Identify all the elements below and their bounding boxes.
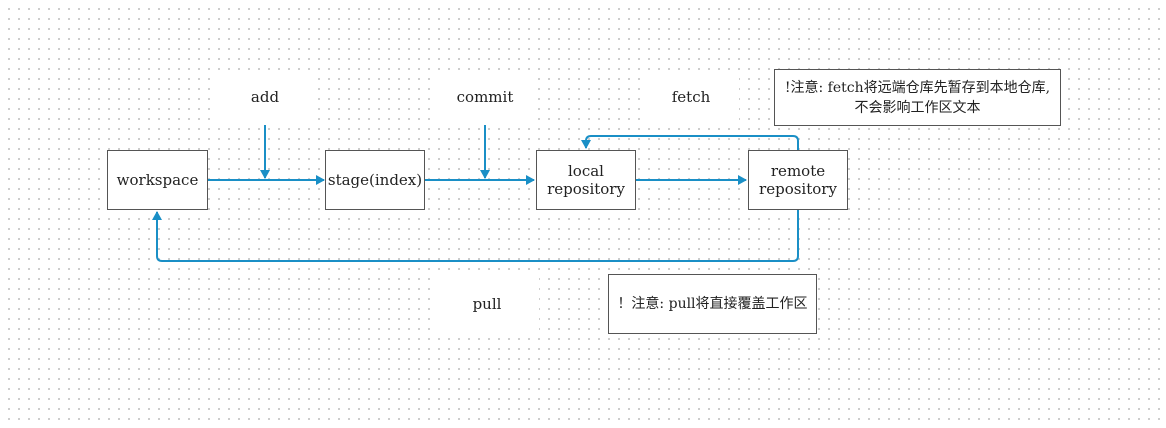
pull-edge <box>152 210 799 262</box>
fetch-label: fetch <box>643 70 739 124</box>
local-repository-node[interactable]: local repository <box>536 150 636 210</box>
workspace-node[interactable]: workspace <box>107 150 208 210</box>
pull-label: pull <box>435 276 539 332</box>
remote-repository-node[interactable]: remote repository <box>748 150 848 210</box>
fetch-edge <box>581 135 799 150</box>
add-label: add <box>213 70 317 124</box>
stage-node[interactable]: stage(index) <box>325 150 425 210</box>
fetch-note: !注意: fetch将远端仓库先暂存到本地仓库, 不会影响工作区文本 <box>774 69 1061 126</box>
commit-label: commit <box>433 70 537 124</box>
pull-note: ！注意: pull将直接覆盖工作区 <box>608 274 817 334</box>
